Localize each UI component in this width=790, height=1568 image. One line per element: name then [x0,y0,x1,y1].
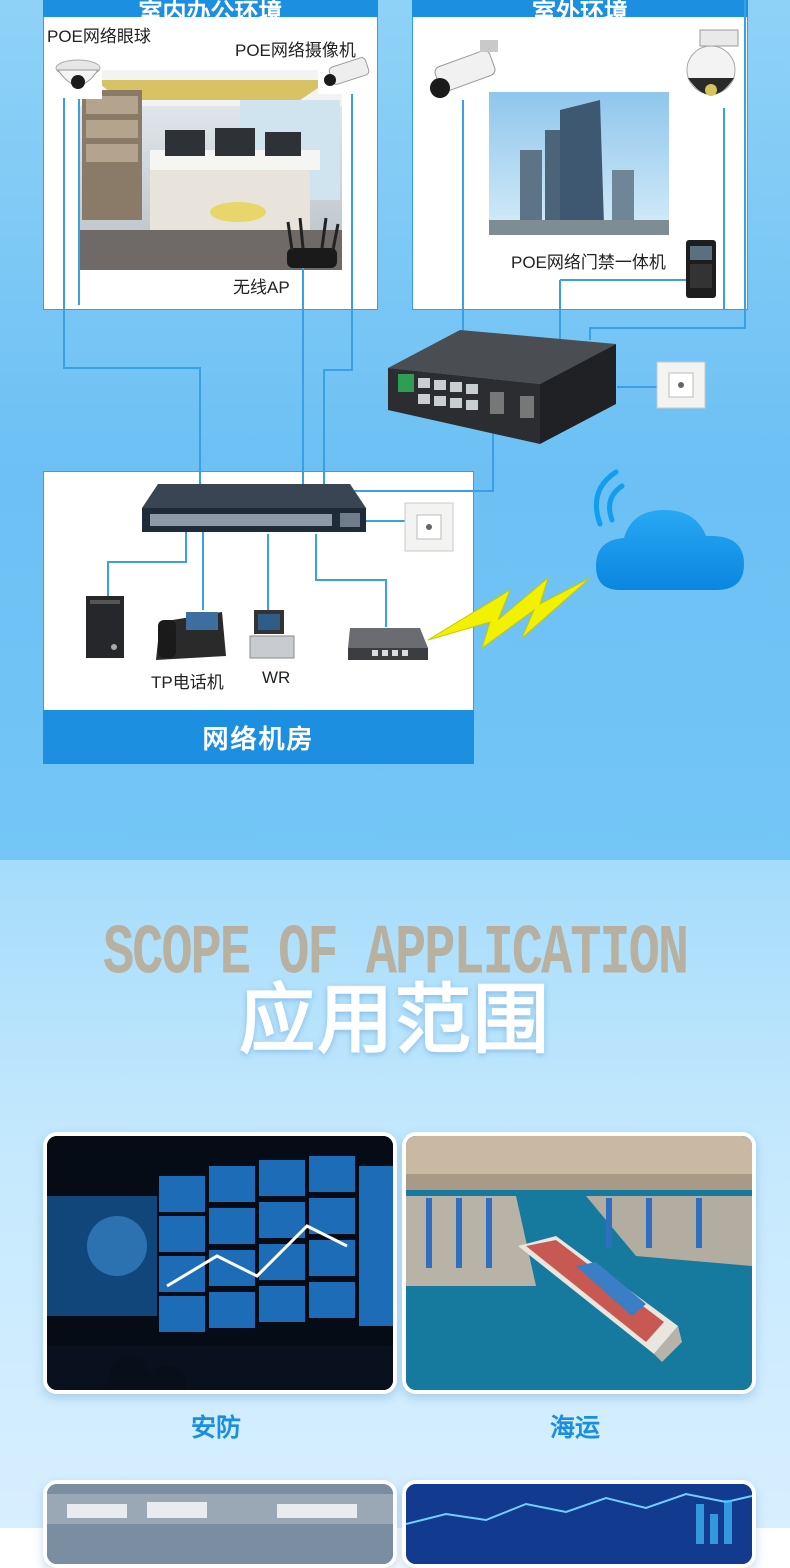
dome-camera-label: POE网络眼球 [47,27,151,46]
bullet-camera-outdoor [430,40,498,98]
outdoor-panel-title: 室外环境 [532,0,628,18]
card-finance-image [402,1480,756,1568]
wireless-link-bolt [427,576,591,650]
ip-phone [156,612,226,660]
security-photo [47,1136,393,1390]
room-panel-title: 网络机房 [43,710,474,764]
wall-socket-outdoor [656,361,706,409]
wireless-ap [286,217,340,268]
ip-phone-label: TP电话机 [151,673,224,692]
ptz-camera [686,29,739,96]
city-photo [489,92,669,235]
outdoor-panel-header: 室外环境 [412,0,748,17]
card-industrial-image [43,1480,397,1568]
workstation-pc [249,610,295,659]
topology-diagram [54,0,746,660]
wall-socket-room [404,502,454,552]
office-panel-title: 室内办公环境 [138,0,283,18]
workstation-label: WR [262,668,291,687]
wireless-ap-label: 无线AP [233,278,290,297]
application-title-en: SCOPE OF APPLICATION [102,914,689,995]
network-cables [63,0,746,627]
bullet-camera-label: POE网络摄像机 [235,41,356,60]
wireless-bridge [348,628,428,660]
office-photo [78,70,342,270]
shipping-photo [406,1136,752,1390]
finance-photo [406,1484,752,1564]
office-panel-header: 室内办公环境 [43,0,378,17]
industrial-photo [47,1484,393,1564]
card-security-label: 安防 [190,1414,241,1442]
desktop-pc [86,596,124,658]
card-security-image [43,1132,397,1394]
application-title-cn: 应用范围 [239,978,551,1063]
access-control-terminal [686,240,716,298]
dome-camera [54,55,102,99]
card-shipping-label: 海运 [549,1414,600,1442]
core-switch [142,484,366,532]
bullet-camera-office [318,57,373,94]
industrial-poe-switch [388,330,616,444]
cloud-icon [593,469,744,590]
card-shipping-image [402,1132,756,1394]
access-terminal-label: POE网络门禁一体机 [511,253,666,272]
